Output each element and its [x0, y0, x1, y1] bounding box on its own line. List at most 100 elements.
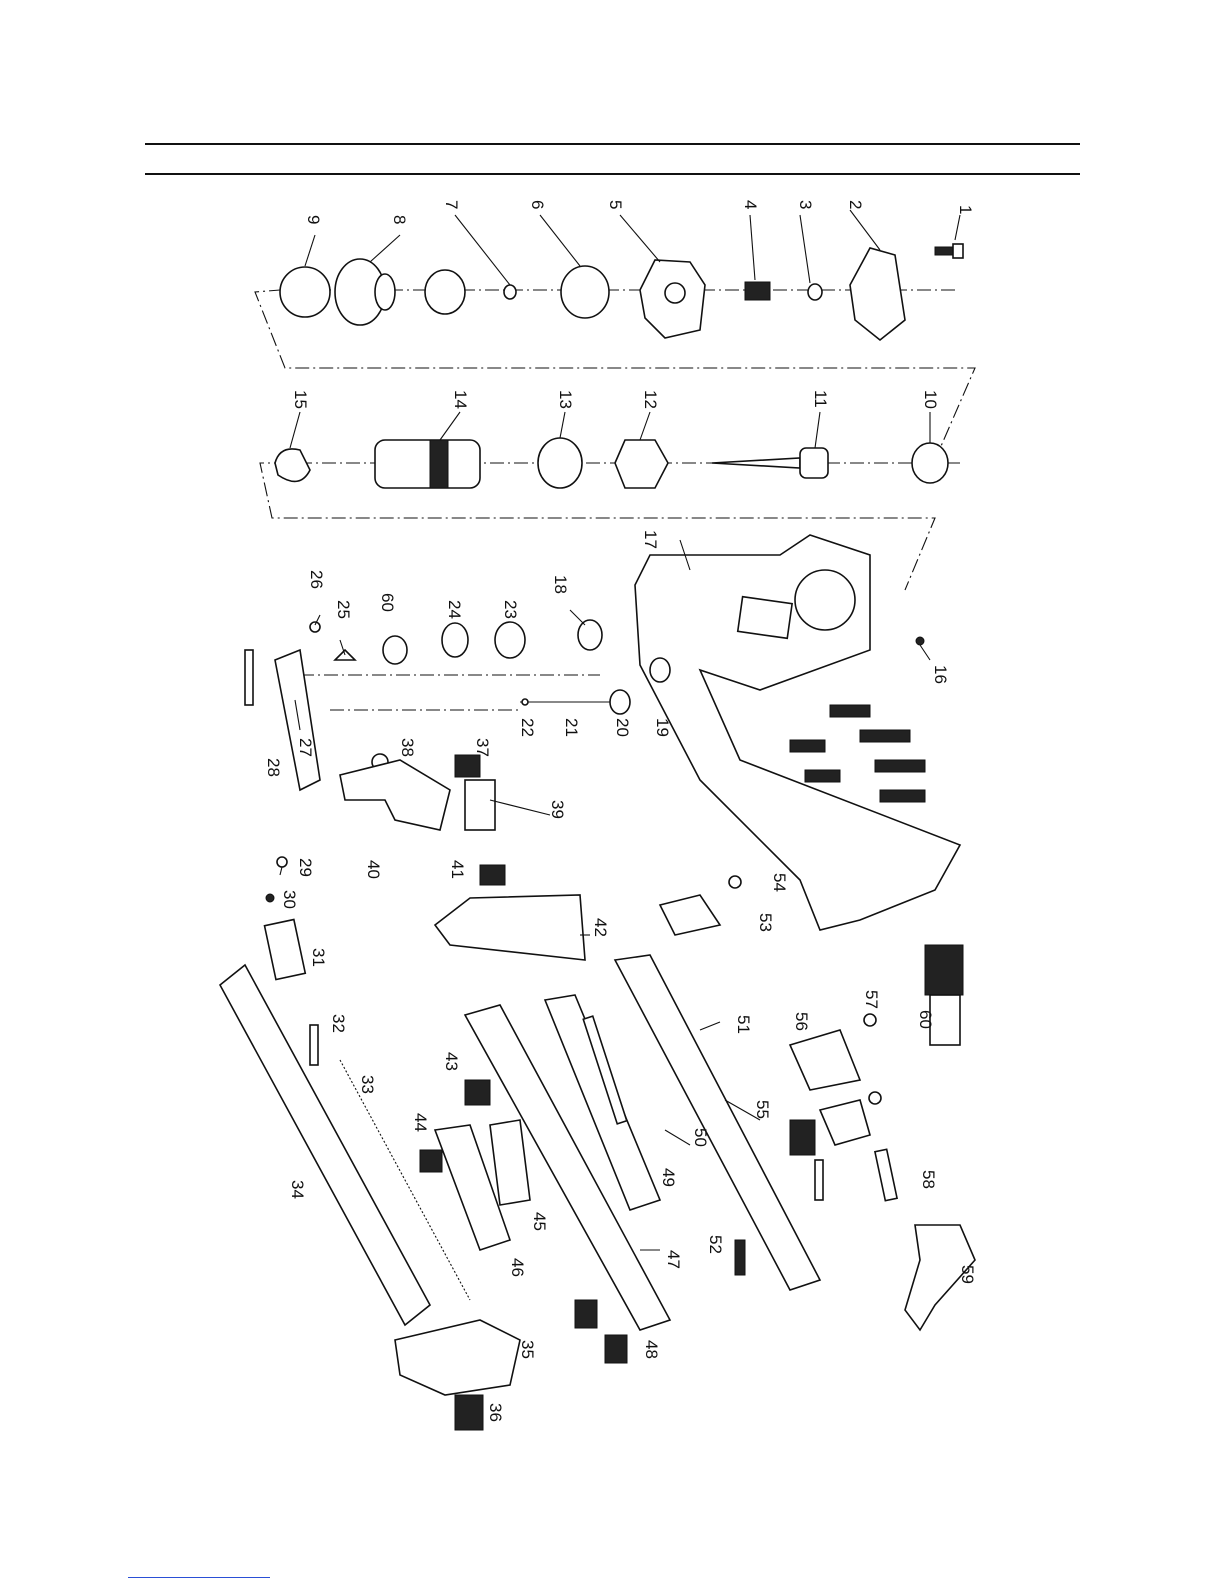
part-9-gasket [280, 267, 330, 317]
label-44: 44 [411, 1113, 430, 1132]
label-20: 20 [613, 718, 632, 737]
label-50: 50 [691, 1128, 710, 1147]
label-28: 28 [264, 758, 283, 777]
label-43: 43 [442, 1052, 461, 1071]
label-17: 17 [641, 530, 660, 549]
label-6: 6 [528, 200, 547, 209]
part-23-seal [495, 622, 525, 658]
label-22: 22 [518, 718, 537, 737]
part-11-piston-driver [712, 448, 828, 478]
part-58-pin [875, 1149, 897, 1200]
part-20-cup [610, 690, 630, 714]
label-52: 52 [706, 1235, 725, 1254]
part-24-valve [442, 623, 468, 657]
label-45: 45 [530, 1212, 549, 1231]
part-4-spring [745, 282, 770, 300]
part-30-nut [266, 894, 274, 902]
label-42: 42 [591, 918, 610, 937]
part-12-sleeve [615, 440, 668, 488]
label-12: 12 [641, 390, 660, 409]
part-45-pusher [490, 1120, 530, 1205]
label-7: 7 [442, 200, 461, 209]
part-54-screw [729, 876, 741, 888]
label-8: 8 [390, 215, 409, 224]
part-1-screw [935, 244, 963, 258]
part-2-cap [850, 248, 905, 340]
cap-assembly [280, 244, 963, 340]
label-23: 23 [501, 600, 520, 619]
part-32-spring [310, 1025, 318, 1065]
label-11: 11 [811, 390, 830, 408]
label-37: 37 [473, 738, 492, 757]
label-49: 49 [659, 1168, 678, 1187]
label-19: 19 [653, 718, 672, 737]
part-40-plate [340, 760, 450, 830]
label-2: 2 [846, 200, 865, 209]
part-60-air-fitting [925, 945, 963, 1045]
part-22-pin [522, 699, 528, 705]
part-34-rail [220, 965, 430, 1325]
part-15-bumper [275, 449, 310, 482]
part-41-bolt [480, 865, 505, 885]
part-56-bracket [790, 1030, 860, 1090]
part-28-pin-b [815, 1160, 823, 1200]
label-40: 40 [364, 860, 383, 879]
nose-plate-parts [266, 754, 585, 960]
label-39: 39 [548, 800, 567, 819]
part-52-pin [735, 1240, 745, 1275]
label-51: 51 [734, 1015, 753, 1034]
label-1: 1 [956, 205, 975, 214]
label-30: 30 [280, 890, 299, 909]
part-37-bolt [455, 755, 480, 777]
label-48: 48 [642, 1340, 661, 1359]
label-35: 35 [518, 1340, 537, 1359]
label-57: 57 [862, 990, 881, 1009]
label-21: 21 [562, 718, 581, 737]
label-5: 5 [606, 200, 625, 209]
part-7-oring [504, 285, 516, 299]
part-29-screw [277, 857, 287, 867]
label-10: 10 [921, 390, 940, 409]
label-29: 29 [296, 858, 315, 877]
label-58: 58 [919, 1170, 938, 1189]
part-48-screw-b [605, 1335, 627, 1363]
label-53: 53 [756, 913, 775, 932]
part-8-valve [335, 259, 395, 325]
label-18: 18 [551, 575, 570, 594]
part-39-plate [465, 780, 495, 830]
part-42-nose [435, 895, 585, 960]
label-41: 41 [448, 860, 467, 879]
part-48-screw-a [575, 1300, 597, 1328]
part-10-gasket [912, 443, 948, 483]
label-14: 14 [451, 390, 470, 409]
label-36: 36 [486, 1403, 505, 1422]
part-26-clip-b [869, 1092, 881, 1104]
label-13: 13 [556, 390, 575, 409]
label-9: 9 [304, 215, 323, 224]
label-55: 55 [753, 1100, 772, 1119]
part-19-oring [650, 658, 670, 682]
label-15: 15 [291, 390, 310, 409]
label-26: 26 [307, 570, 326, 589]
part-17-housing [635, 535, 960, 930]
label-4: 4 [741, 200, 760, 209]
label-38: 38 [398, 738, 417, 757]
part-55-bolt [790, 1120, 815, 1155]
footer-link-rule [128, 1577, 270, 1578]
part-44-screw [420, 1150, 442, 1172]
label-47: 47 [664, 1250, 683, 1269]
part-18-bushing [578, 620, 602, 650]
part-57-nut [864, 1014, 876, 1026]
part-28-pin [245, 650, 253, 705]
label-25: 25 [334, 600, 353, 619]
label-60-fitting: 60 [916, 1010, 935, 1029]
part-3-washer [808, 284, 822, 300]
label-16: 16 [931, 665, 950, 684]
part-13-seal [538, 438, 582, 488]
part-16-plug [916, 637, 924, 645]
part-14-cylinder [375, 440, 480, 488]
part-53-bracket [660, 895, 720, 935]
label-60-spring: 60 [378, 593, 397, 612]
